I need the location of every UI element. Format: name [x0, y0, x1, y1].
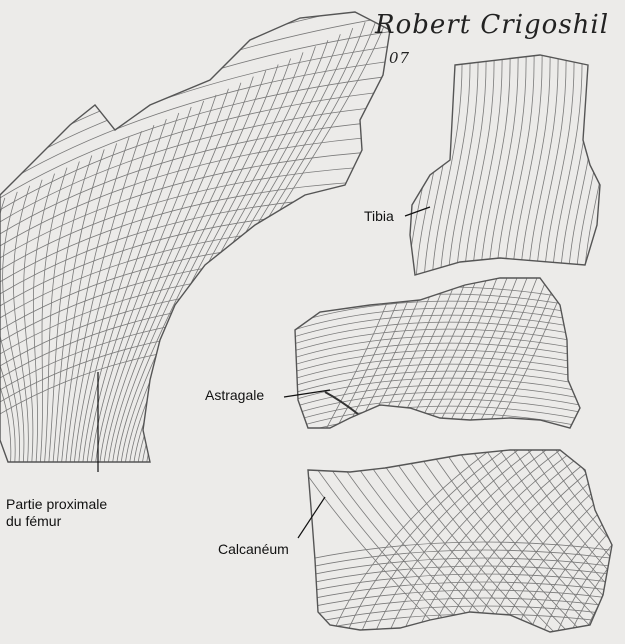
tibia-trabecula: [488, 50, 518, 280]
femur-arc: [0, 150, 400, 264]
astragale-trabecula: [350, 270, 430, 440]
tibia-trabecula: [400, 50, 430, 280]
tibia-trabecula: [568, 50, 598, 280]
tibia-trabecula: [416, 50, 446, 280]
label-femur-line1: Partie proximale: [6, 496, 107, 513]
astragale-illustration: [290, 270, 580, 457]
calcaneum-trabecula: [400, 450, 560, 640]
astragale-trabecula: [290, 399, 580, 422]
femur-trabecula: [120, 52, 303, 470]
tibia-trabecula: [496, 50, 526, 280]
astragale-trabecula: [290, 357, 580, 380]
astragale-trabecula: [290, 371, 580, 394]
leader-lines: [98, 207, 430, 538]
tibia-trabecula: [552, 50, 582, 280]
artist-signature: Robert Crigoshil 07: [375, 10, 625, 70]
tibia-leader-line: [405, 207, 430, 216]
femur-illustration: [0, 0, 400, 470]
tibia-trabecula: [536, 50, 566, 280]
calcaneum-trabecula: [414, 450, 574, 640]
tibia-trabecula: [504, 50, 534, 280]
tibia-trabecula: [512, 50, 542, 280]
tibia-trabecula: [520, 50, 550, 280]
calcaneum-leader-line: [298, 497, 325, 538]
calcaneum-trabecula: [372, 450, 532, 640]
signature-year: 07: [389, 49, 410, 67]
tibia-trabecula: [408, 50, 438, 280]
femur-arc: [0, 240, 400, 336]
astragale-trabecula: [290, 294, 580, 317]
femur-arc: [0, 210, 400, 312]
calcaneum-trabecula: [612, 450, 625, 640]
calcaneum-trabecula: [305, 558, 610, 576]
tibia-trabecula: [456, 50, 486, 280]
calcaneum-trabecula: [456, 450, 616, 640]
femur-arc: [0, 284, 400, 372]
tibia-trabecula: [480, 50, 510, 280]
calcaneum-illustration: [290, 450, 625, 640]
label-calcaneum: Calcanéum: [218, 541, 289, 558]
calcaneum-trabecula: [512, 450, 625, 640]
femur-trabecula: [13, 186, 29, 470]
femur-arc: [0, 165, 400, 276]
label-astragale: Astragale: [205, 387, 264, 404]
femur-trabecula: [116, 58, 291, 470]
femur-trabecula: [150, 10, 390, 470]
astragale-trabecula: [290, 336, 580, 359]
femur-trabecula: [0, 204, 15, 470]
calcaneum-trabecula: [305, 542, 610, 560]
astragale-trabecula: [380, 270, 460, 440]
femur-trabecula: [69, 125, 154, 470]
astragale-trabecula: [290, 434, 580, 457]
femur-trabecula: [52, 149, 104, 470]
tibia-illustration: [400, 50, 614, 280]
astragale-trabecula: [290, 350, 580, 373]
calcaneum-trabecula: [484, 450, 625, 640]
astragale-trabecula: [290, 427, 580, 450]
tibia-trabecula: [424, 50, 454, 280]
tibia-trabecula: [464, 50, 494, 280]
signature-name: Robert Crigoshil: [375, 10, 609, 40]
femur-trabecula: [0, 210, 11, 470]
label-tibia: Tibia: [364, 208, 394, 225]
femur-trabecula: [78, 113, 179, 470]
astragale-trabecula: [290, 343, 580, 366]
tibia-trabecula: [448, 50, 478, 280]
tibia-trabecula: [584, 50, 614, 280]
femur-arc: [0, 298, 400, 384]
tibia-trabecula: [528, 50, 558, 280]
femur-trabecula: [24, 180, 42, 470]
tibia-trabecula: [472, 50, 502, 280]
tibia-trabecula: [440, 50, 470, 280]
femur-arc: [0, 0, 400, 144]
astragale-trabecula: [290, 287, 580, 310]
astragale-trabecula: [370, 270, 450, 440]
tibia-trabecula: [432, 50, 462, 280]
label-femur-line2: du fémur: [6, 513, 61, 530]
tibia-trabecula: [560, 50, 590, 280]
calcaneum-trabecula: [442, 450, 602, 640]
calcaneum-trabecula: [344, 450, 504, 640]
femur-arc: [0, 105, 400, 228]
tibia-trabecula: [544, 50, 574, 280]
femur-arc: [0, 30, 400, 168]
femur-arc: [0, 195, 400, 300]
femur-arc: [0, 90, 400, 216]
astragale-trabecula: [290, 322, 580, 345]
astragale-trabecula: [290, 420, 580, 443]
astragale-trabecula: [290, 364, 580, 387]
